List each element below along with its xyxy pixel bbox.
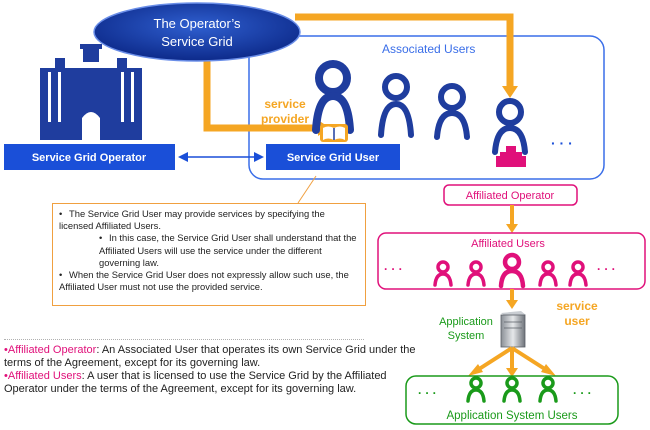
associated-users-ellipsis: · · · xyxy=(551,135,573,151)
note-item-1: •The Service Grid User may provide servi… xyxy=(59,208,325,232)
note-item-1-sub-text: In this case, the Service Grid User shal… xyxy=(99,232,357,268)
note-item-1-text: The Service Grid User may provide servic… xyxy=(59,208,325,232)
associated-user-icon-1 xyxy=(378,73,414,138)
affiliated-user-icon-2 xyxy=(466,260,486,287)
definitions-separator xyxy=(4,339,364,340)
affiliated-user-icon-4 xyxy=(538,260,558,287)
affiliated-operator-label: Affiliated Operator xyxy=(466,190,555,202)
application-user-icon-1 xyxy=(466,376,486,403)
service-provider-label-1: service xyxy=(264,97,306,111)
application-user-icon-3 xyxy=(538,376,558,403)
service-user-label-2: user xyxy=(564,314,590,328)
associated-users-box xyxy=(248,35,605,180)
term-affiliated-operator: Affiliated Operator xyxy=(7,344,97,356)
note-item-2-text: When the Service Grid User does not expr… xyxy=(59,269,349,293)
def-affiliated-users: : A user that is licensed to use the Ser… xyxy=(4,370,387,395)
arrowhead-server xyxy=(506,300,518,309)
affiliated-users-dots-left: · · · xyxy=(384,262,403,276)
application-users-dots-left: · · · xyxy=(418,386,437,400)
note-item-1-sub: •In this case, the Service Grid User sha… xyxy=(99,232,357,268)
book-icon xyxy=(320,124,348,142)
service-grid-operator-label: Service Grid Operator xyxy=(32,152,147,164)
application-system-users-label: Application System Users xyxy=(446,410,577,422)
term-affiliated-users: Affiliated Users xyxy=(7,370,82,382)
server-icon xyxy=(500,311,526,348)
affiliated-users-label: Affiliated Users xyxy=(471,238,545,250)
affiliated-operator-building-icon xyxy=(496,146,526,167)
operator-building-icon xyxy=(40,44,142,140)
associated-user-icon-3 xyxy=(492,98,528,155)
service-grid-operator-box xyxy=(4,144,175,170)
definition-affiliated-operator: •Affiliated Operator: An Associated User… xyxy=(4,344,416,369)
operators-service-grid-ellipse xyxy=(93,2,301,62)
application-users-dots-right: · · · xyxy=(573,386,592,400)
definitions: •Affiliated Operator: An Associated User… xyxy=(4,344,424,396)
application-user-icon-2 xyxy=(502,376,522,403)
orange-arrow-to-affiliated-operator xyxy=(295,13,514,88)
definition-affiliated-users: •Affiliated Users: A user that is licens… xyxy=(4,370,387,395)
service-grid-user-person-icon xyxy=(312,60,354,134)
arrowhead-fan-center xyxy=(506,368,518,377)
associated-users-label: Associated Users xyxy=(382,42,475,56)
affiliated-user-icon-3 xyxy=(498,252,526,289)
arrowhead-right xyxy=(254,152,264,162)
affiliated-user-icon-5 xyxy=(568,260,588,287)
application-system-users-box xyxy=(405,375,619,425)
arrowhead-left xyxy=(178,152,188,162)
affiliated-users-dots-right: · · · xyxy=(597,262,616,276)
fan-out-arrows xyxy=(474,346,550,373)
service-provider-label-2: provider xyxy=(261,112,309,126)
application-system-label-2: System xyxy=(448,330,485,342)
orange-arrow-to-provider xyxy=(203,40,318,132)
arrowhead-affiliated-operator xyxy=(502,86,518,98)
def-affiliated-operator: : An Associated User that operates its o… xyxy=(4,344,416,369)
title-line1: The Operator’s xyxy=(154,16,241,31)
service-grid-user-label: Service Grid User xyxy=(287,152,380,164)
title-line2: Service Grid xyxy=(161,34,233,49)
service-user-label-1: service xyxy=(556,299,598,313)
associated-user-icon-2 xyxy=(434,83,470,140)
application-system-label-1: Application xyxy=(439,316,493,328)
arrowhead-fan-right xyxy=(541,364,556,376)
arrowhead-affusers xyxy=(506,224,518,233)
note-box: •The Service Grid User may provide servi… xyxy=(52,203,366,306)
arrowhead-fan-left xyxy=(468,364,483,376)
note-item-2: •When the Service Grid User does not exp… xyxy=(59,269,349,293)
affiliated-user-icon-1 xyxy=(433,260,453,287)
note-callout-line xyxy=(297,175,317,204)
service-grid-user-box xyxy=(266,144,400,170)
